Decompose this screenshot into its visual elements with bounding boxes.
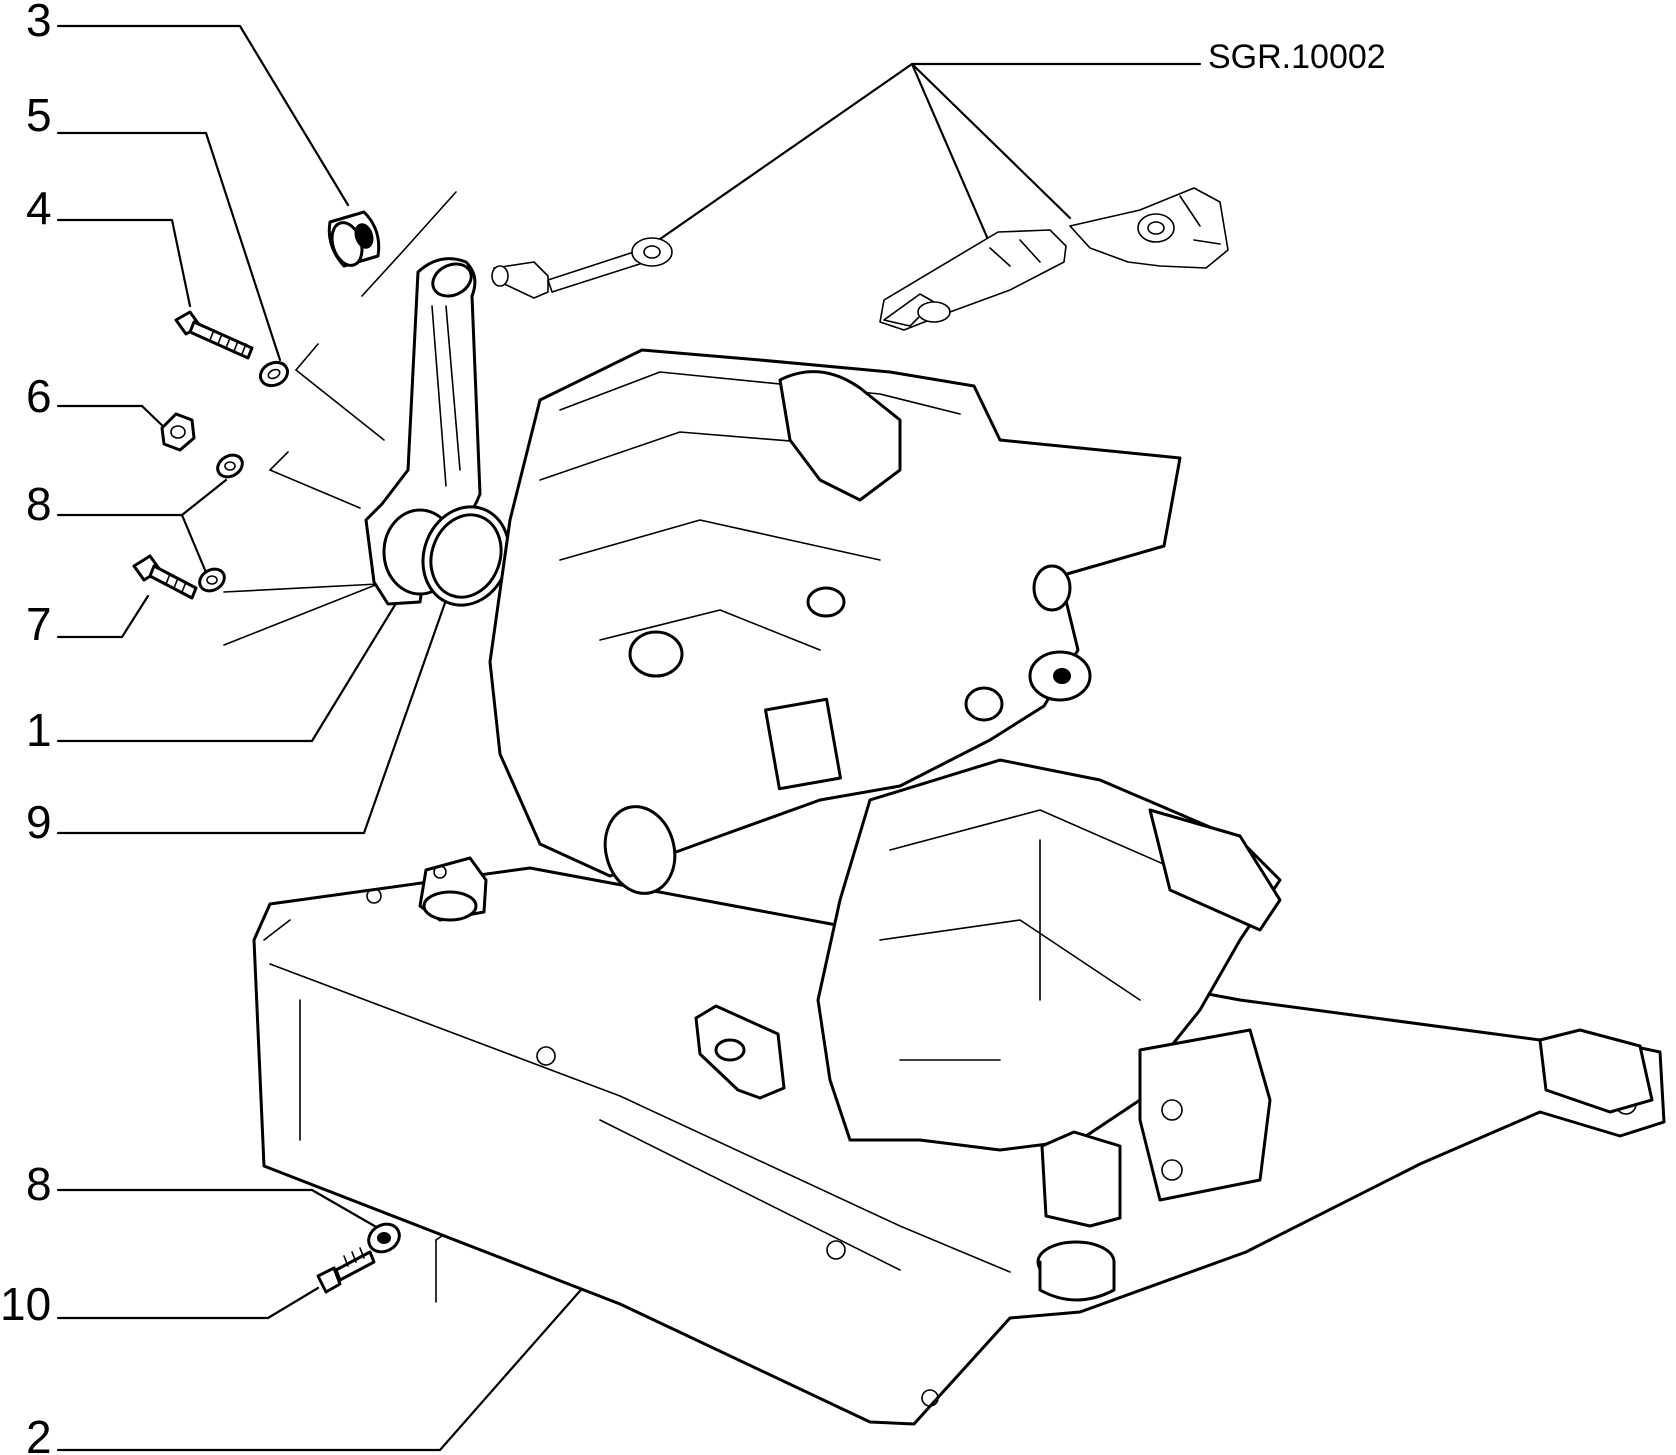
callout-1: 1 — [26, 704, 52, 756]
leader-6 — [56, 404, 172, 435]
leader-10 — [56, 1286, 320, 1320]
leader-ref-b — [910, 62, 992, 246]
ref-bracket-arm — [879, 229, 1067, 331]
aux-leader-g — [223, 583, 379, 593]
leader-7 — [56, 594, 150, 639]
callout-7: 7 — [26, 598, 52, 650]
washer-part-8-lower — [367, 1222, 401, 1254]
washer-part-8-middle — [198, 567, 226, 593]
leader-9 — [56, 598, 448, 835]
ref-engine-mount — [1069, 187, 1229, 269]
callout-8-upper: 8 — [26, 478, 52, 530]
callout-5: 5 — [26, 89, 52, 141]
rear-mount-bracket — [1036, 1130, 1122, 1302]
leader-8-lower — [56, 1188, 380, 1230]
bolt-part-10 — [316, 1247, 376, 1294]
gearbox — [816, 758, 1282, 1202]
aux-leader-h — [223, 583, 379, 646]
leader-5 — [56, 131, 282, 362]
ring-part-9 — [421, 505, 511, 607]
washer-part-5 — [258, 360, 290, 388]
callout-2: 2 — [26, 1411, 52, 1455]
bolt-part-7 — [132, 554, 198, 600]
callout-4: 4 — [26, 182, 52, 234]
callout-3: 3 — [26, 0, 52, 46]
nut-part-6 — [160, 412, 196, 452]
aux-leader-c — [295, 343, 319, 371]
callout-9: 9 — [26, 796, 52, 848]
aux-leader-f — [269, 469, 361, 509]
leader-ref-c — [910, 62, 1072, 220]
engine-block — [488, 348, 1182, 895]
bolt-part-4 — [174, 310, 254, 360]
leader-3 — [56, 24, 350, 207]
callout-6: 6 — [26, 370, 52, 422]
aux-leader-b — [361, 249, 405, 297]
aux-leader-d — [295, 369, 385, 441]
aux-leader-a — [403, 191, 457, 251]
callout-8-lower: 8 — [26, 1158, 52, 1210]
aux-leader-e — [269, 451, 289, 471]
leader-1 — [56, 598, 400, 743]
callout-10: 10 — [0, 1278, 51, 1330]
reference-code: SGR.10002 — [1208, 38, 1386, 76]
washer-part-8-upper — [216, 453, 244, 479]
bushing-part-3 — [327, 210, 381, 268]
ref-link-rod — [491, 237, 673, 299]
leader-4 — [56, 218, 192, 308]
right-mount-pad — [1538, 1028, 1654, 1114]
leader-8-upper — [56, 478, 228, 517]
front-left-mount — [418, 856, 488, 922]
mount-bracket-2 — [694, 1004, 786, 1100]
